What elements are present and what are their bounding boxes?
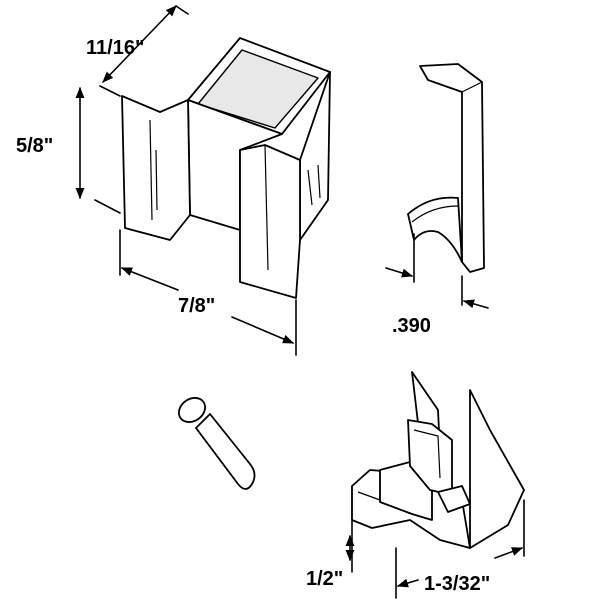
bracket-width-label: 7/8" [178,295,215,317]
guide-length-dimension-line [494,547,524,559]
guide-height-label: 1/2" [306,568,343,590]
bracket-dimensions [75,5,297,356]
thickness-dimension-line [462,299,489,309]
clip-dimensions [385,233,489,309]
guide-part [351,371,525,549]
bracket-depth-label: 11/16" [86,37,144,59]
bracket-part [121,37,331,299]
clip-part [407,63,485,273]
width-dimension-line [231,316,295,344]
guide-length-label: 1-3/32" [424,573,490,595]
guide-dimensions [345,499,525,599]
pin-part [178,397,256,490]
bracket-height-label: 5/8" [16,135,53,157]
depth-dimension-line [102,5,177,83]
clip-thickness-label: .390 [392,315,431,337]
